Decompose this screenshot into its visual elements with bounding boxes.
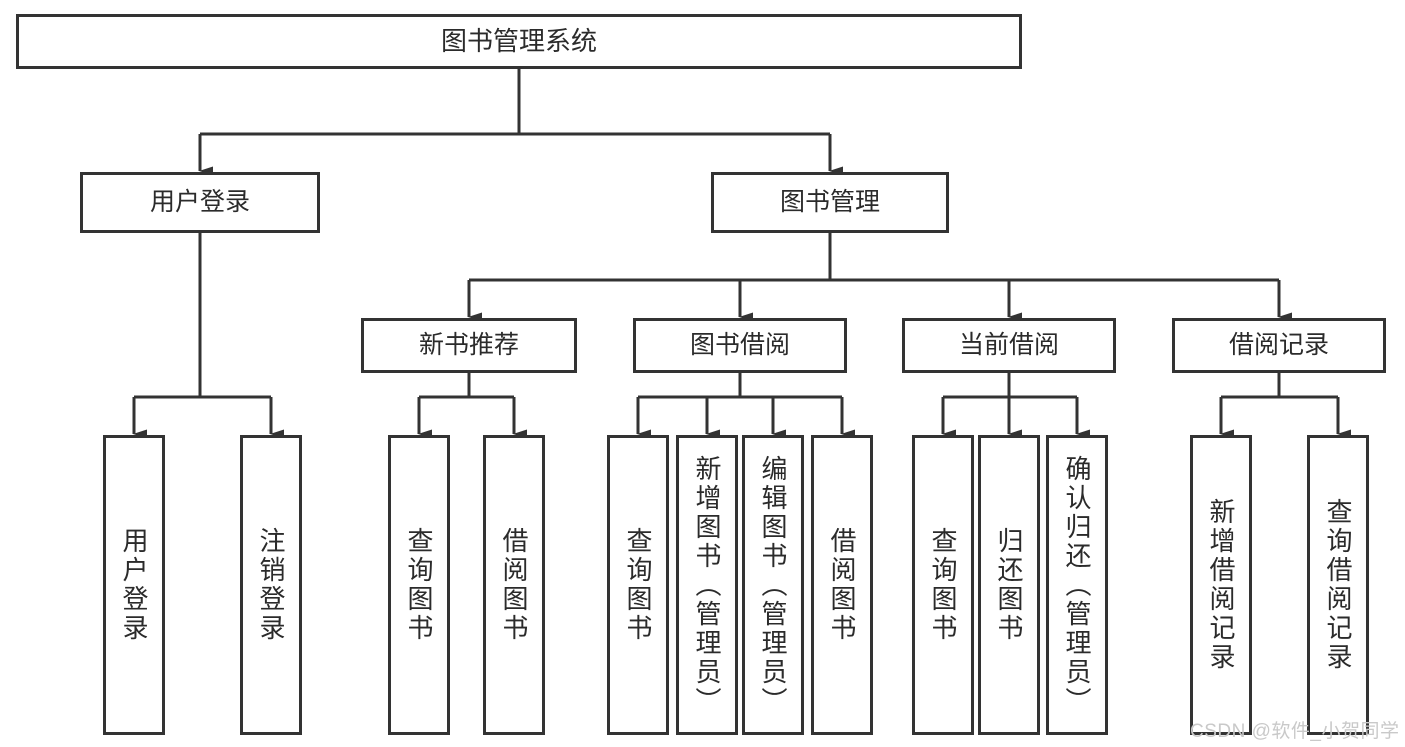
node-label: 借阅图书 (499, 527, 529, 643)
node-label: 归还图书 (994, 527, 1024, 643)
node-label: 用户登录 (119, 527, 149, 643)
node-leaf-confirm-return[interactable]: 确认归还（管理员） (1046, 435, 1108, 735)
node-user-login[interactable]: 用户登录 (80, 172, 320, 233)
node-new-book-rec[interactable]: 新书推荐 (361, 318, 577, 373)
node-current-borrow[interactable]: 当前借阅 (902, 318, 1116, 373)
node-leaf-borrow-book-2[interactable]: 借阅图书 (811, 435, 873, 735)
node-label: 借阅图书 (827, 527, 857, 643)
node-label: 用户登录 (149, 187, 250, 216)
node-label: 图书管理系统 (440, 26, 597, 57)
node-label: 确认归还（管理员） (1062, 454, 1092, 716)
node-leaf-borrow-book-1[interactable]: 借阅图书 (483, 435, 545, 735)
node-label: 图书借阅 (689, 330, 790, 359)
watermark-text: CSDN @软件_小贺同学 (1190, 721, 1400, 742)
node-borrow-record[interactable]: 借阅记录 (1172, 318, 1386, 373)
node-leaf-user-login[interactable]: 用户登录 (103, 435, 165, 735)
node-label: 查询图书 (404, 527, 434, 643)
node-book-borrow[interactable]: 图书借阅 (633, 318, 847, 373)
node-leaf-logout[interactable]: 注销登录 (240, 435, 302, 735)
node-leaf-return-book[interactable]: 归还图书 (978, 435, 1040, 735)
node-label: 编辑图书（管理员） (758, 454, 788, 716)
node-label: 图书管理 (779, 187, 880, 216)
node-label: 当前借阅 (958, 330, 1059, 359)
node-leaf-add-record[interactable]: 新增借阅记录 (1190, 435, 1252, 735)
node-label: 注销登录 (256, 527, 286, 643)
node-leaf-add-book[interactable]: 新增图书（管理员） (676, 435, 738, 735)
node-label: 新增借阅记录 (1206, 498, 1236, 672)
node-label: 新增图书（管理员） (692, 454, 722, 716)
node-label: 查询图书 (928, 527, 958, 643)
node-leaf-query-book-3[interactable]: 查询图书 (912, 435, 974, 735)
node-label: 新书推荐 (418, 330, 519, 359)
node-root[interactable]: 图书管理系统 (16, 14, 1022, 69)
node-label: 查询图书 (623, 527, 653, 643)
connector-lines (132, 69, 1351, 439)
node-leaf-query-book-1[interactable]: 查询图书 (388, 435, 450, 735)
node-leaf-query-record[interactable]: 查询借阅记录 (1307, 435, 1369, 735)
node-book-manage[interactable]: 图书管理 (711, 172, 949, 233)
node-leaf-edit-book[interactable]: 编辑图书（管理员） (742, 435, 804, 735)
node-label: 查询借阅记录 (1323, 498, 1353, 672)
node-leaf-query-book-2[interactable]: 查询图书 (607, 435, 669, 735)
node-label: 借阅记录 (1228, 330, 1329, 359)
